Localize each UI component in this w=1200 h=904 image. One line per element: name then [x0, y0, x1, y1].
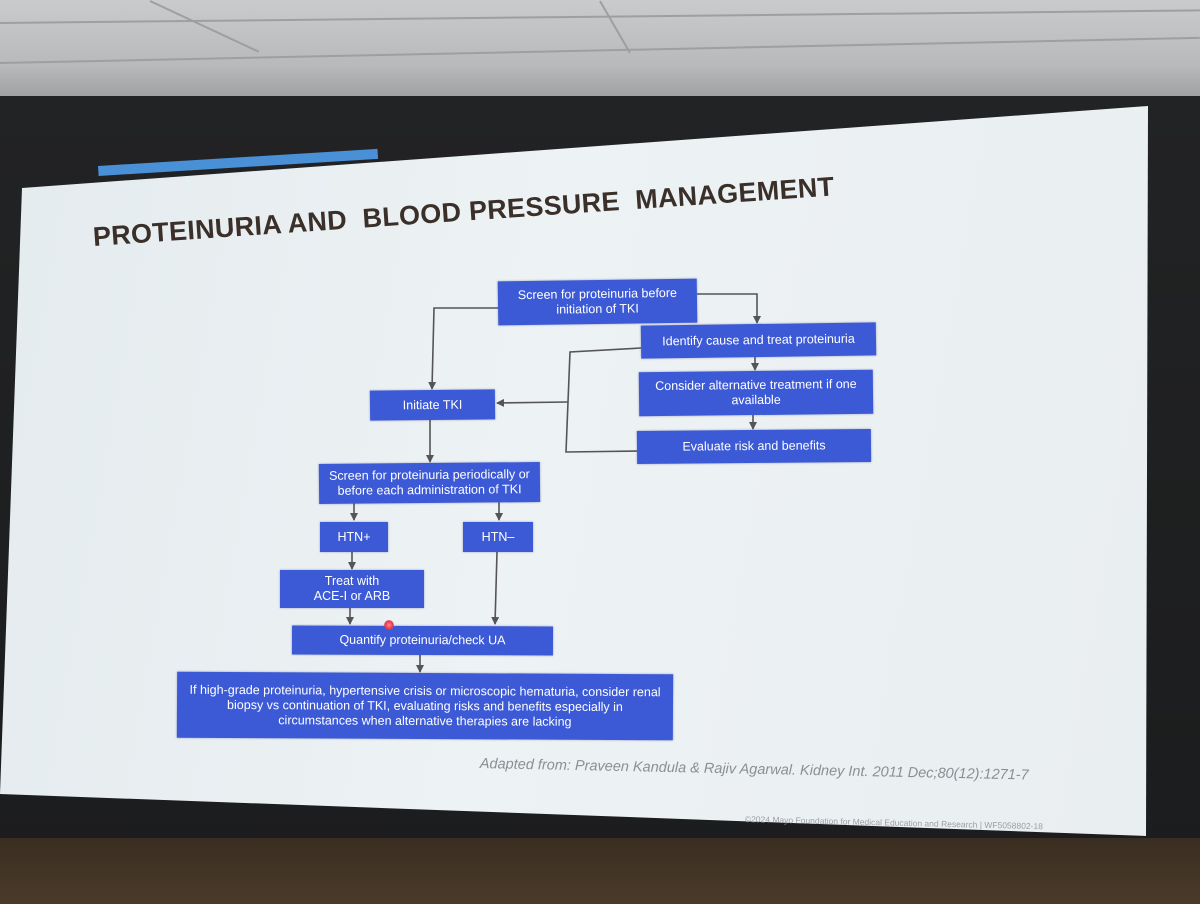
- arrow-screen-to-identify: [697, 293, 761, 324]
- box-htn-plus: HTN+: [320, 522, 388, 552]
- box-screen-initial: Screen for proteinuria before initiation…: [497, 278, 698, 326]
- arrow-screen-to-initiate: [428, 307, 498, 390]
- box-quantify: Quantify proteinuria/check UA: [291, 625, 554, 656]
- arrow-loop-branch-to-initiate: [496, 398, 569, 407]
- box-screen-periodic: Screen for proteinuria periodically or b…: [318, 462, 541, 504]
- box-initiate-tki: Initiate TKI: [369, 389, 496, 421]
- box-consider-alternative: Consider alternative treatment if one av…: [638, 369, 874, 417]
- box-identify-cause: Identify cause and treat proteinuria: [640, 322, 877, 359]
- arrow-htn-minus-to-quantify: [491, 551, 500, 625]
- box-treat-ace: Treat with ACE-I or ARB: [280, 570, 424, 608]
- box-evaluate-risk: Evaluate risk and benefits: [636, 428, 872, 465]
- box-final-note: If high-grade proteinuria, hypertensive …: [176, 671, 674, 741]
- laser-pointer-dot: [384, 620, 394, 630]
- arrow-loop-to-initiate: [565, 347, 642, 453]
- room-floor: [0, 838, 1200, 904]
- box-htn-minus: HTN–: [463, 522, 533, 552]
